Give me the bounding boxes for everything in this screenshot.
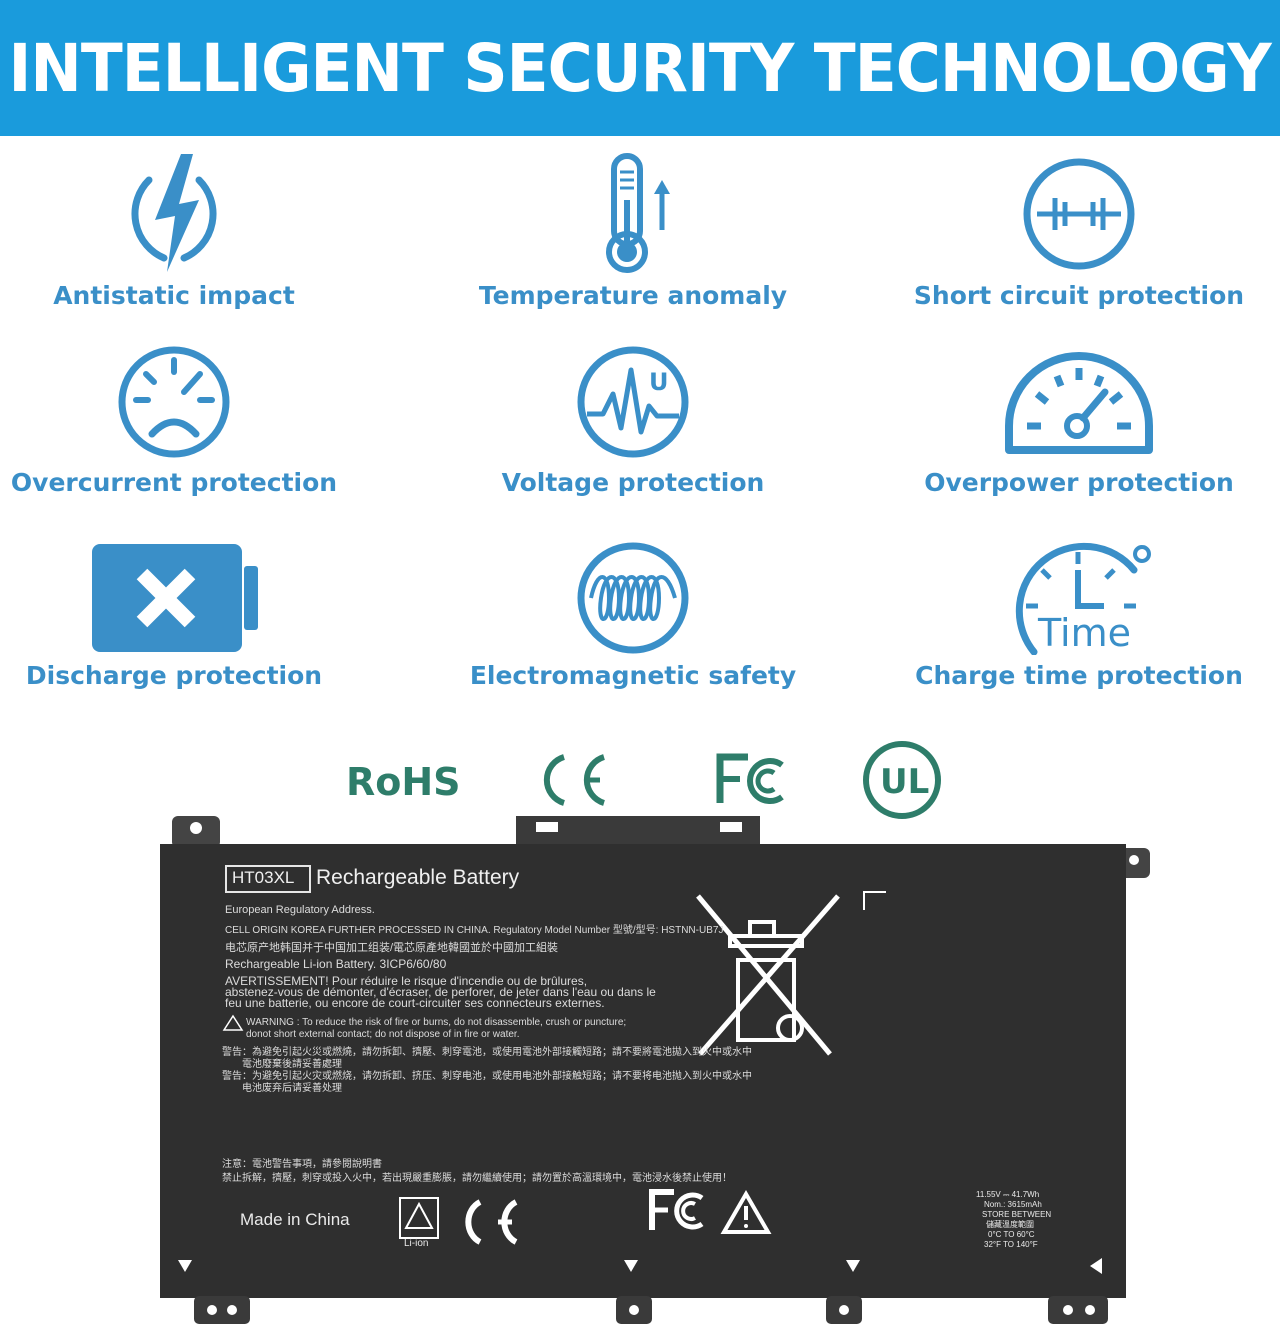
battery-title: Rechargeable Battery xyxy=(316,866,520,889)
page-title: INTELLIGENT SECURITY TECHNOLOGY xyxy=(8,29,1272,107)
feature-label: Charge time protection xyxy=(915,661,1243,690)
sad-gauge-icon xyxy=(118,346,230,458)
lightning-icon xyxy=(131,154,217,272)
battery-body xyxy=(160,816,1150,1324)
li-ion-text: Rechargeable Li-ion Battery. 3ICP6/60/80 xyxy=(225,957,447,971)
feature-short-circuit: Short circuit protection xyxy=(869,150,1280,310)
recycle-li-ion-icon xyxy=(399,1197,439,1239)
fcc-logo xyxy=(716,753,784,804)
feature-label: Overpower protection xyxy=(924,468,1234,497)
li-ion-mark: Li-ion xyxy=(404,1238,429,1249)
battery-model: HT03XL xyxy=(232,868,295,887)
battery-x-icon xyxy=(92,544,258,652)
spec-capacity: Nom.: 3615mAh xyxy=(984,1200,1042,1209)
feature-label: Temperature anomaly xyxy=(478,281,788,310)
feature-electromagnetic: Electromagnetic safety xyxy=(423,540,843,690)
header-banner: INTELLIGENT SECURITY TECHNOLOGY xyxy=(0,0,1280,136)
thermometer-icon xyxy=(606,153,670,273)
feature-label: Electromagnetic safety xyxy=(469,661,797,690)
spec-store: STORE BETWEEN xyxy=(982,1210,1052,1219)
ul-logo: UL xyxy=(863,741,941,819)
spec-voltage: 11.55V ⎓ 41.7Wh xyxy=(976,1190,1040,1199)
feature-voltage: U Voltage protection xyxy=(423,342,843,497)
feature-label: Voltage protection xyxy=(501,468,765,497)
feature-overcurrent: Overcurrent protection xyxy=(0,342,384,497)
svg-text:UL: UL xyxy=(880,762,929,802)
certification-logos: RoHS UL xyxy=(0,735,1280,825)
feature-label: Discharge protection xyxy=(25,661,323,690)
time-text: Time xyxy=(1037,611,1131,655)
feature-label: Overcurrent protection xyxy=(10,468,338,497)
warning-cn-2: 警告：为避免引起火灾或燃烧，请勿拆卸、挤压、刺穿电池，或使用电池外部接触短路；请… xyxy=(222,1071,752,1082)
speedometer-icon xyxy=(1005,352,1153,454)
warning-cn-1b: 電池廢棄後請妥善處理 xyxy=(242,1059,342,1070)
spec-temp-f: 32°F TO 140°F xyxy=(984,1240,1038,1249)
battery-pack: HT03XL Rechargeable Battery European Reg… xyxy=(150,810,1160,1330)
origin-chinese: 电芯原产地韩国并于中国加工组装/電芯原產地韓國並於中國加工組裝 xyxy=(225,942,559,954)
warning-triangle-icon xyxy=(720,1190,772,1234)
ce-mark xyxy=(465,1199,518,1245)
feature-overpower: Overpower protection xyxy=(869,342,1280,497)
regulatory-address: European Regulatory Address. xyxy=(225,904,375,916)
spec-temp-c: 0°C TO 60°C xyxy=(988,1230,1035,1239)
warning-en-2: donot short external contact; do not dis… xyxy=(246,1029,520,1040)
ce-logo xyxy=(543,754,606,806)
warning-fr-1: AVERTISSEMENT! Pour réduire le risque d'… xyxy=(225,974,588,988)
feature-antistatic: Antistatic impact xyxy=(0,150,384,310)
note-cn-2: 禁止拆解，擠壓，刺穿或投入火中，若出現嚴重膨脹，請勿繼續使用；請勿置於高溫環境中… xyxy=(222,1173,732,1184)
rohs-logo: RoHS xyxy=(346,760,461,804)
fcc-mark xyxy=(649,1189,704,1230)
warning-cn-2b: 电池废弃后请妥善处理 xyxy=(242,1083,342,1094)
weee-bin-icon xyxy=(696,894,840,1056)
circuit-icon xyxy=(1023,158,1135,270)
coil-icon xyxy=(577,542,689,654)
warning-cn-1: 警告：為避免引起火災或燃燒，請勿拆卸、擠壓、刺穿電池，或使用電池外部接觸短路；請… xyxy=(222,1047,752,1058)
warning-en-1: WARNING : To reduce the risk of fire or … xyxy=(246,1017,627,1028)
spec-store-cn: 儲藏溫度範圍 xyxy=(986,1220,1034,1229)
feature-label: Antistatic impact xyxy=(53,281,295,310)
feature-discharge: Discharge protection xyxy=(0,540,384,690)
note-cn-1: 注意：電池警告事項，請參閱說明書 xyxy=(222,1159,382,1170)
feature-charge-time: Time Charge time protection xyxy=(869,540,1280,690)
voltage-symbol: U xyxy=(649,368,669,396)
voltage-wave-icon: U xyxy=(577,346,689,458)
feature-label: Short circuit protection xyxy=(913,281,1245,310)
origin-text: CELL ORIGIN KOREA FURTHER PROCESSED IN C… xyxy=(225,925,724,936)
warning-fr-2: abstenez-vous de démonter, d'écraser, de… xyxy=(225,985,656,999)
made-in-label: Made in China xyxy=(240,1210,350,1229)
warning-fr-3: feu une batterie, ou encore de court-cir… xyxy=(225,996,605,1010)
feature-temperature: Temperature anomaly xyxy=(423,150,843,310)
clock-icon: Time xyxy=(1015,542,1151,655)
